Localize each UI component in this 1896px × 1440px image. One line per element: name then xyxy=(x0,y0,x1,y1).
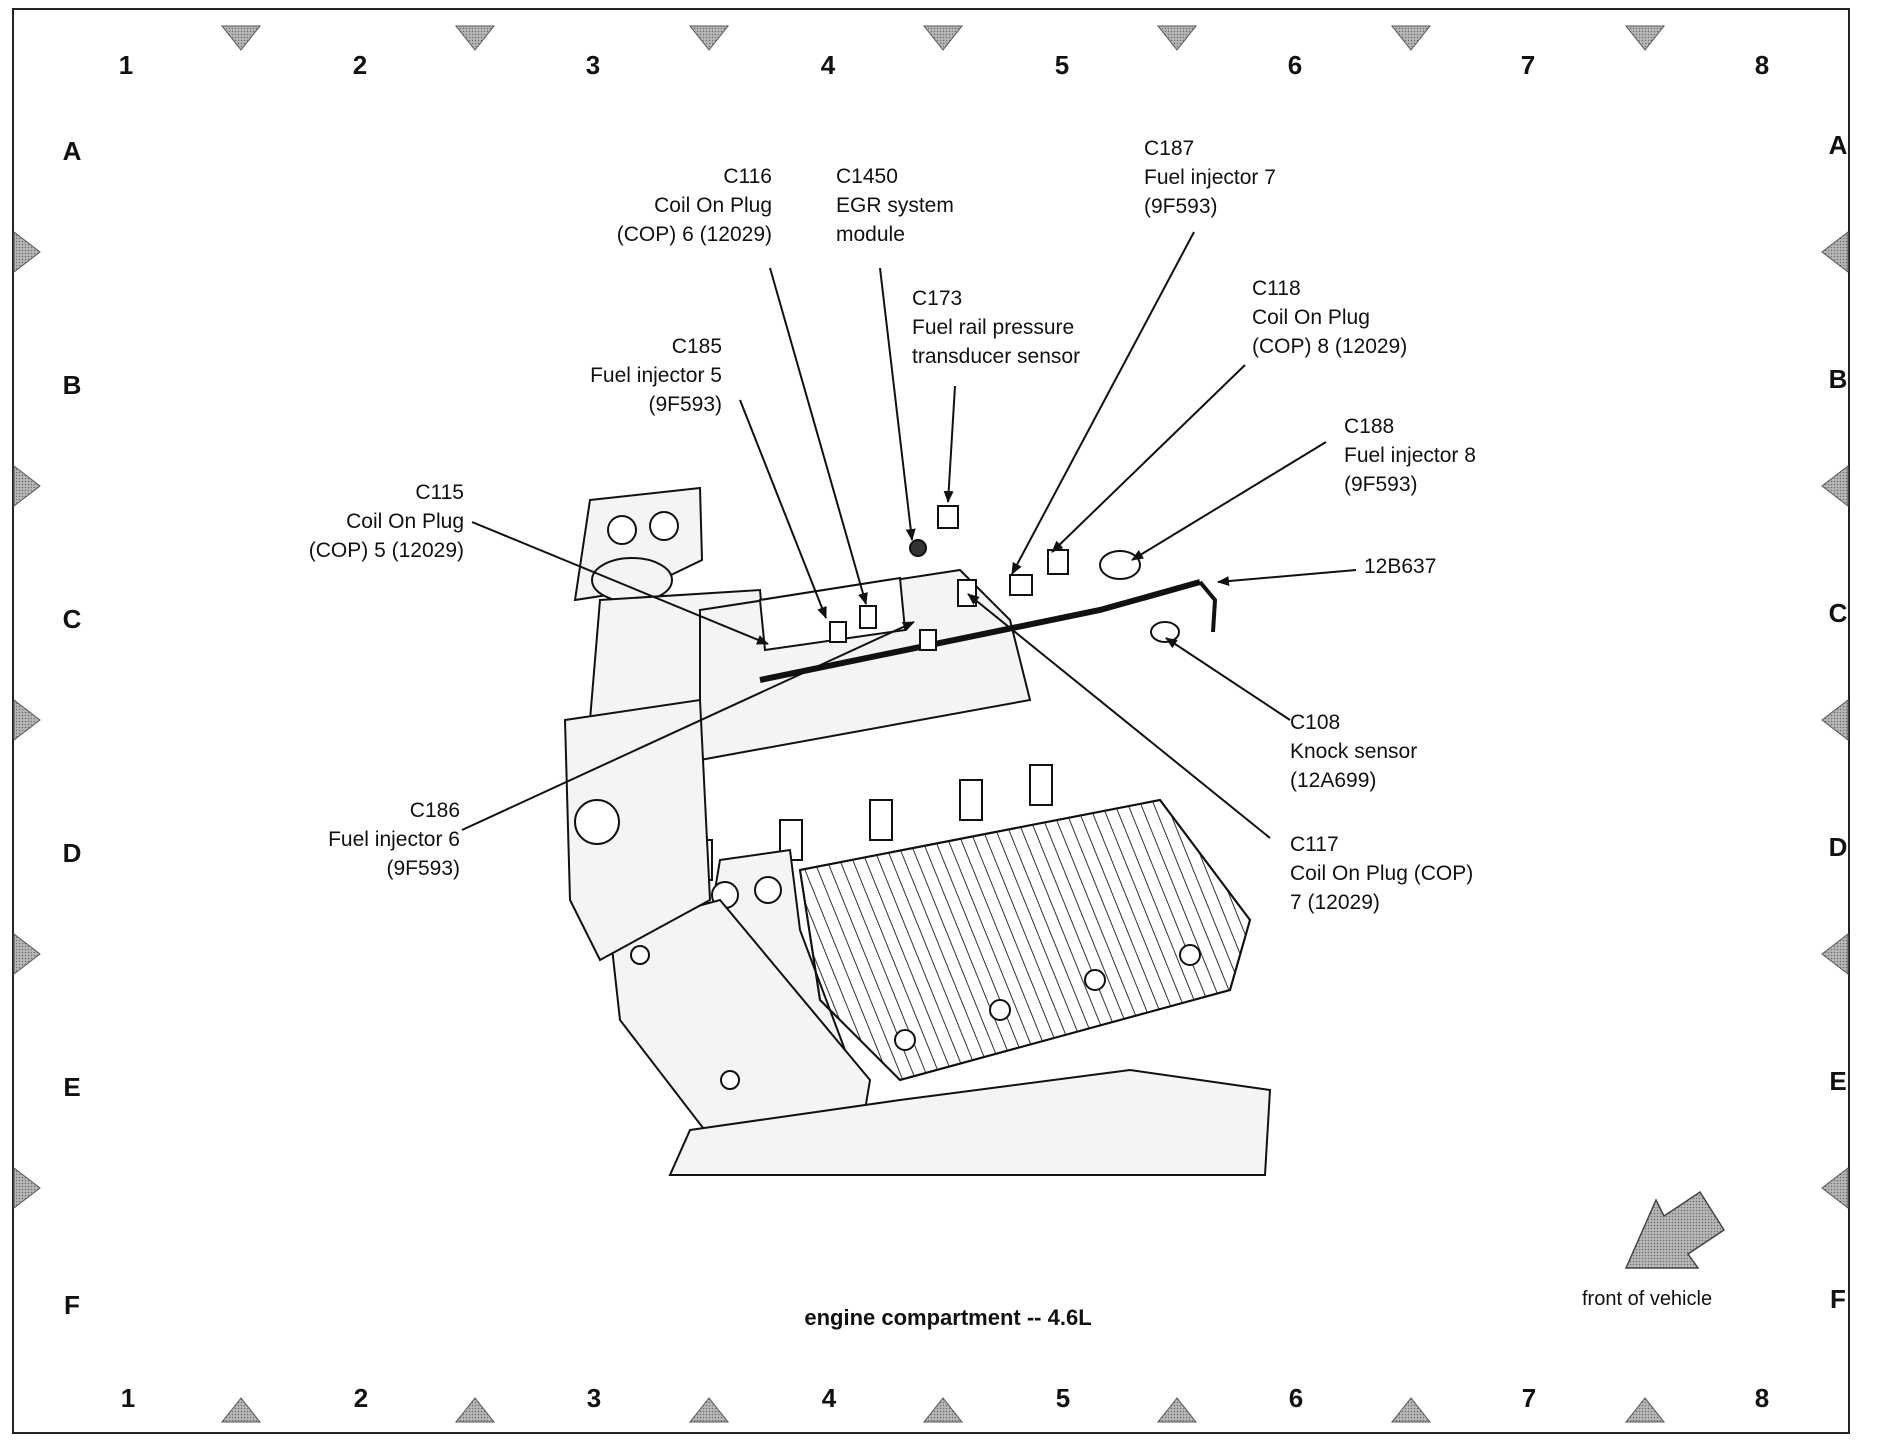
grid-markers-top xyxy=(220,25,1666,51)
callout-c187-id: C187 xyxy=(1144,137,1195,160)
row-label-left-e: E xyxy=(63,1072,81,1102)
callout-c118: C118 Coil On Plug (COP) 8 (12029) xyxy=(1252,274,1407,361)
callout-c117-line1: Coil On Plug (COP) xyxy=(1290,862,1474,885)
callout-c118-id: C118 xyxy=(1252,277,1301,300)
callout-c173-line1: Fuel rail pressure xyxy=(912,316,1075,339)
callout-c118-line2: (COP) 8 (12029) xyxy=(1252,335,1408,358)
callout-c173: C173 Fuel rail pressure transducer senso… xyxy=(912,284,1080,371)
callout-c116-line1: Coil On Plug xyxy=(654,194,772,217)
callout-c186-line1: Fuel injector 6 xyxy=(328,828,460,851)
grid-markers-left xyxy=(13,230,41,1210)
callout-c108-line2: (12A699) xyxy=(1290,769,1377,792)
col-label-top-5: 5 xyxy=(1054,50,1070,80)
callout-c188: C188 Fuel injector 8 (9F593) xyxy=(1344,412,1476,499)
callout-c117-line2: 7 (12029) xyxy=(1290,891,1380,914)
col-label-top-7: 7 xyxy=(1520,50,1536,80)
col-label-bottom-6: 6 xyxy=(1288,1383,1304,1413)
callout-12b637-id: 12B637 xyxy=(1364,555,1437,578)
row-label-right-a: A xyxy=(1828,130,1848,160)
col-label-bottom-4: 4 xyxy=(821,1383,837,1413)
col-label-top-4: 4 xyxy=(820,50,836,80)
callout-c186: C186 Fuel injector 6 (9F593) xyxy=(328,796,460,883)
callout-c115-line2: (COP) 5 (12029) xyxy=(308,539,464,562)
col-label-bottom-8: 8 xyxy=(1754,1383,1770,1413)
callout-c117: C117 Coil On Plug (COP) 7 (12029) xyxy=(1290,830,1473,917)
diagram-title: engine compartment -- 4.6L xyxy=(804,1305,1092,1330)
callout-c116-line2: (COP) 6 (12029) xyxy=(616,223,772,246)
callout-c108-id: C108 xyxy=(1290,711,1341,734)
row-label-left-f: F xyxy=(64,1290,80,1320)
leader-lines xyxy=(461,231,1357,839)
front-of-vehicle-label: front of vehicle xyxy=(1582,1288,1713,1310)
callout-c1450-line1: EGR system xyxy=(836,194,954,217)
callout-c115-id: C115 xyxy=(415,481,464,504)
row-label-right-d: D xyxy=(1828,832,1848,862)
col-label-top-8: 8 xyxy=(1754,50,1770,80)
callout-c116-id: C116 xyxy=(723,165,772,188)
col-label-top-6: 6 xyxy=(1287,50,1303,80)
row-label-right-f: F xyxy=(1830,1284,1846,1314)
row-label-right-b: B xyxy=(1828,364,1848,394)
callout-c108-line1: Knock sensor xyxy=(1290,740,1418,763)
callout-c186-id: C186 xyxy=(409,799,460,822)
callout-c115-line1: Coil On Plug xyxy=(346,510,464,533)
callout-c116: C116 Coil On Plug (COP) 6 (12029) xyxy=(617,162,772,249)
callout-c117-id: C117 xyxy=(1290,833,1339,856)
callout-c187-line1: Fuel injector 7 xyxy=(1144,166,1276,189)
engine-drawing xyxy=(563,486,1272,1176)
col-label-bottom-1: 1 xyxy=(120,1383,136,1413)
callout-c188-line2: (9F593) xyxy=(1344,473,1418,496)
callout-c188-line1: Fuel injector 8 xyxy=(1344,444,1476,467)
col-label-top-3: 3 xyxy=(585,50,601,80)
row-label-right-c: C xyxy=(1828,598,1848,628)
row-label-left-b: B xyxy=(62,370,82,400)
callout-c187: C187 Fuel injector 7 (9F593) xyxy=(1144,134,1276,221)
row-label-left-d: D xyxy=(62,838,82,868)
grid-markers-right xyxy=(1821,230,1849,1210)
callout-c1450-line2: module xyxy=(836,223,905,246)
callout-c188-id: C188 xyxy=(1344,415,1395,438)
diagram-frame xyxy=(12,8,1850,1434)
row-label-left-c: C xyxy=(62,604,82,634)
callout-c187-line2: (9F593) xyxy=(1144,195,1218,218)
callout-c115: C115 Coil On Plug (COP) 5 (12029) xyxy=(309,478,464,565)
front-of-vehicle-arrow-icon xyxy=(1624,1190,1726,1269)
grid-markers-bottom xyxy=(220,1397,1666,1423)
callout-c118-line1: Coil On Plug xyxy=(1252,306,1370,329)
col-label-top-2: 2 xyxy=(352,50,368,80)
callout-c185-line1: Fuel injector 5 xyxy=(590,364,722,387)
col-label-top-1: 1 xyxy=(118,50,134,80)
col-label-bottom-5: 5 xyxy=(1055,1383,1071,1413)
callout-c173-id: C173 xyxy=(912,287,963,310)
callout-c185-id: C185 xyxy=(671,335,722,358)
col-label-bottom-2: 2 xyxy=(353,1383,369,1413)
callout-c1450: C1450 EGR system module xyxy=(836,162,954,249)
callout-c185-line2: (9F593) xyxy=(648,393,722,416)
col-label-bottom-7: 7 xyxy=(1521,1383,1537,1413)
callout-c185: C185 Fuel injector 5 (9F593) xyxy=(590,332,722,419)
row-label-right-e: E xyxy=(1829,1066,1847,1096)
callout-c186-line2: (9F593) xyxy=(386,857,460,880)
callout-c173-line2: transducer sensor xyxy=(912,345,1081,368)
callout-12b637: 12B637 xyxy=(1364,552,1436,581)
callout-c1450-id: C1450 xyxy=(836,165,898,188)
callout-c108: C108 Knock sensor (12A699) xyxy=(1290,708,1417,795)
row-label-left-a: A xyxy=(62,136,82,166)
col-label-bottom-3: 3 xyxy=(586,1383,602,1413)
